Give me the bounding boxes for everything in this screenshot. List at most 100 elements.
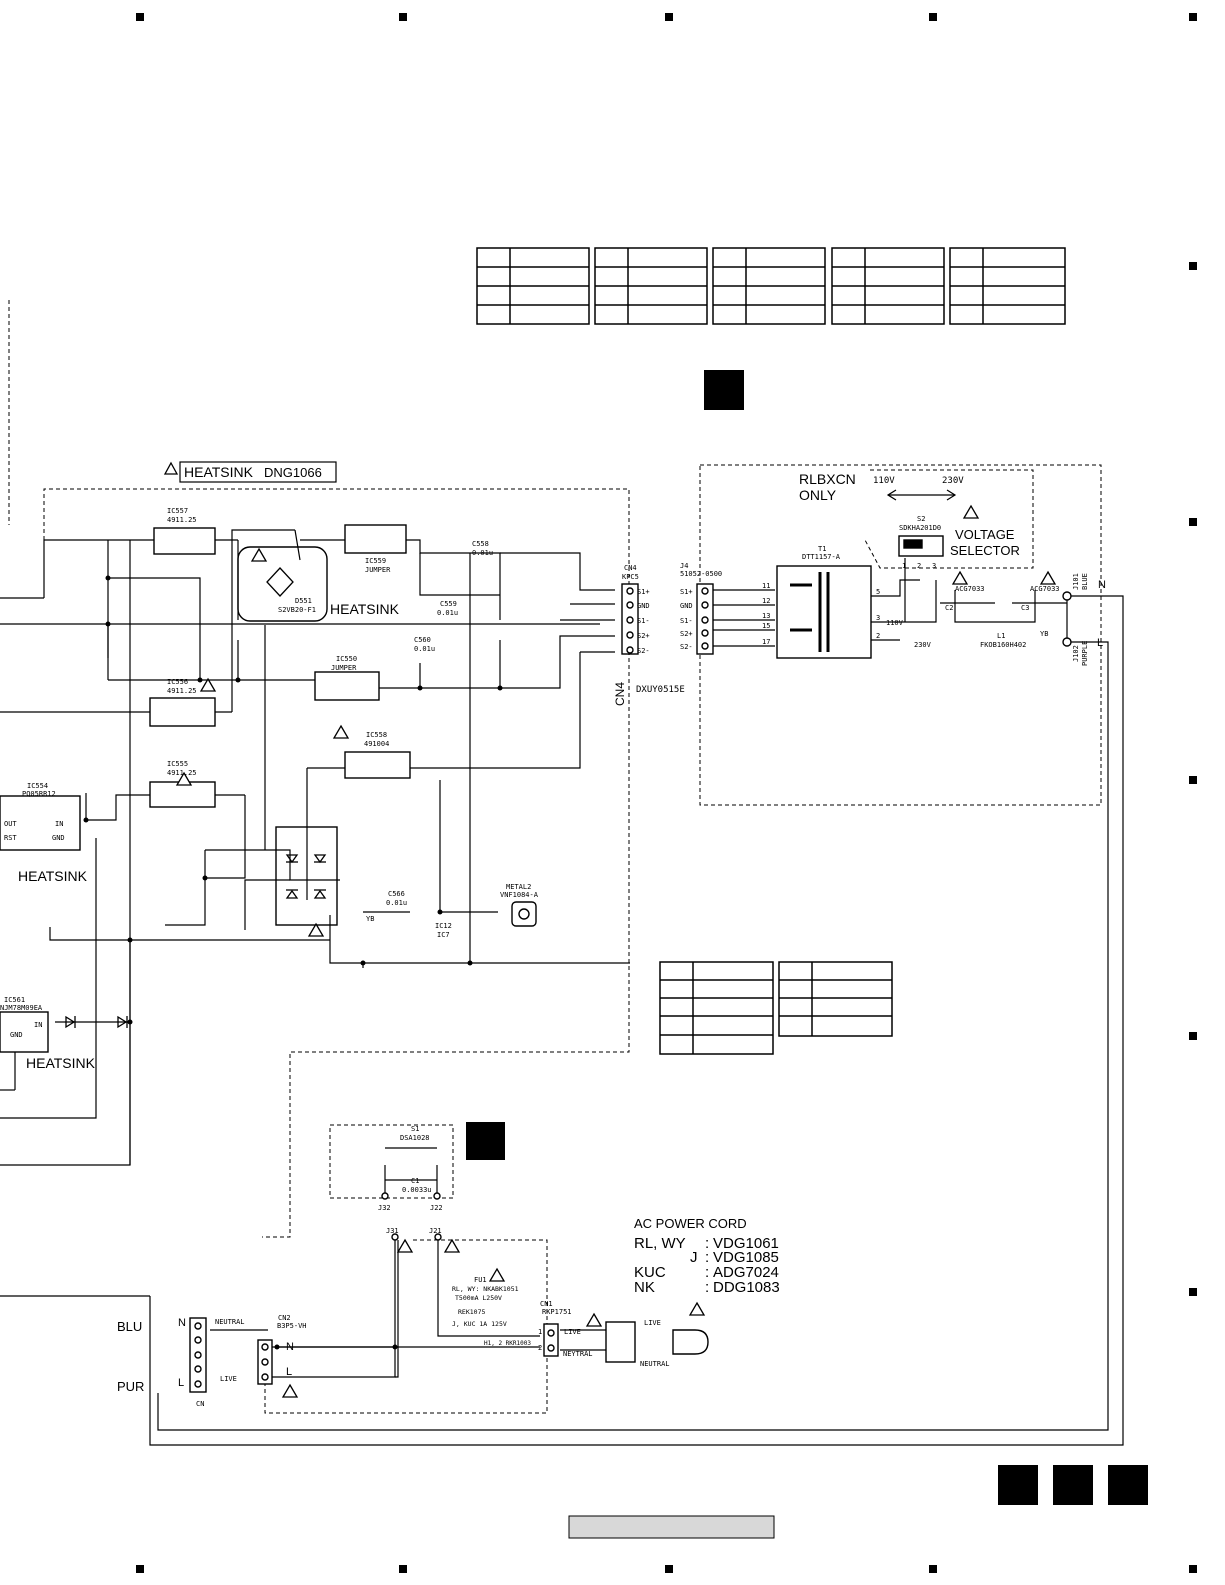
ic554-gnd: GND	[52, 834, 65, 842]
t1-pin-17: 17	[762, 638, 770, 646]
j32-label: J32	[378, 1204, 391, 1212]
cord-region-nk: NK	[634, 1279, 655, 1296]
j4-pin-3: S1-	[680, 617, 693, 625]
heatsink-part: DNG1066	[264, 465, 322, 480]
ic557-val: 4911.25	[167, 516, 197, 524]
fu1-line4: J, KUC 1A 125V	[452, 1320, 507, 1328]
plug-live: LIVE	[644, 1319, 661, 1327]
ic12-label: IC12	[435, 922, 452, 930]
filter-yb: YB	[1040, 630, 1048, 638]
cn4-side: CN4	[613, 682, 627, 706]
ic561-val: NJM78M09EA	[0, 1004, 43, 1012]
j101-label: J101	[1072, 573, 1080, 590]
heatsink-label-2: HEATSINK	[18, 868, 88, 884]
cn4-part: KPC5	[622, 573, 639, 581]
t1-pin-13: 13	[762, 612, 770, 620]
fu1-ref: FU1	[474, 1276, 487, 1284]
warning-triangles	[163, 461, 1057, 1398]
s2-label1: VOLTAGE	[955, 527, 1015, 542]
heatsink-box	[179, 461, 337, 483]
ic561-gnd: GND	[10, 1031, 23, 1039]
registration-marks	[136, 13, 1197, 1573]
ic558-val: 491004	[364, 740, 389, 748]
t1-230v: 230V	[914, 641, 932, 649]
metal2-ref: METAL2	[506, 883, 531, 891]
ic558-ref: IC558	[366, 731, 387, 739]
cn-neutral: NEUTRAL	[215, 1318, 245, 1326]
t1-sec-5: 5	[876, 588, 880, 596]
ic559-ref: IC559	[365, 557, 386, 565]
c1-ref: C1	[411, 1177, 419, 1185]
cn-pur: PUR	[117, 1379, 144, 1394]
cn1-ref: CN1	[540, 1300, 553, 1308]
blue-label: BLUE	[1081, 573, 1089, 590]
n-label: N	[1098, 579, 1106, 591]
metal2-part: VNF1084-A	[500, 891, 539, 899]
cn-n: N	[178, 1317, 186, 1329]
cn-ref: CN	[196, 1400, 204, 1408]
diodes	[65, 567, 327, 1029]
cn4-pin-5: S2-	[637, 647, 650, 655]
svg-text::: :	[705, 1264, 709, 1281]
c3-label: C3	[1021, 604, 1029, 612]
l1-part: FKOB160H402	[980, 641, 1026, 649]
c560-ref: C560	[414, 636, 431, 644]
t1-sec-3: 3	[876, 614, 880, 622]
cord-colons: ::::	[705, 1235, 709, 1296]
ic561-ref: IC561	[4, 996, 25, 1004]
dot-junctions	[83, 575, 503, 1350]
c1-val: 0.0033u	[402, 1186, 432, 1194]
ic556-val: 4911.25	[167, 687, 197, 695]
cn2-ref: CN2	[278, 1314, 291, 1322]
j102-label: J102	[1072, 645, 1080, 662]
c566-val: 0.01u	[386, 899, 407, 907]
ac2-label: ACG7033	[1030, 585, 1060, 593]
s2-ref: S2	[917, 515, 925, 523]
c558-val: 0.01u	[472, 549, 493, 557]
s1-part: DSA1028	[400, 1134, 430, 1142]
s2-part: SDKHA201D0	[899, 524, 941, 532]
s2-label2: SELECTOR	[950, 543, 1020, 558]
ic555-ref: IC555	[167, 760, 188, 768]
svg-text::: :	[705, 1279, 709, 1296]
s2-pin-1: 1	[902, 562, 906, 570]
j21-label: J21	[429, 1227, 442, 1235]
cn2-part: B3P5-VH	[277, 1322, 307, 1330]
c558-ref: C558	[472, 540, 489, 548]
cn-live: LIVE	[220, 1375, 237, 1383]
cn2-l: L	[286, 1366, 292, 1378]
l1-label: L1	[997, 632, 1005, 640]
cn4-code: DXUY0515E	[636, 685, 685, 695]
index-tables	[476, 247, 1066, 1055]
cn4-pin-4: S2+	[637, 632, 650, 640]
purple-label: PURPLE	[1081, 641, 1089, 666]
heatsink-title: HEATSINK	[184, 464, 254, 480]
ic554-in: IN	[55, 820, 63, 828]
plug-neutral: NEUTRAL	[640, 1360, 670, 1368]
cord-part-j: VDG1085	[713, 1249, 779, 1266]
cn1-live: LIVE	[564, 1328, 581, 1336]
heatsink-label-1: HEATSINK	[330, 601, 400, 617]
s1-ref: S1	[411, 1125, 419, 1133]
t1-sec-2: 2	[876, 632, 880, 640]
fu1-line3: REK1075	[458, 1308, 485, 1316]
cord-region-j: J	[690, 1249, 698, 1266]
cn4-ref: CN4	[624, 564, 637, 572]
ic557-ref: IC557	[167, 507, 188, 515]
cn4-pin-2: GND	[637, 602, 650, 610]
cn1-pin2: 2	[538, 1344, 542, 1352]
cord-part-rl-wy: VDG1061	[713, 1235, 779, 1252]
rlbxcn-230v: 230V	[942, 476, 964, 486]
ic554-ref: IC554	[27, 782, 48, 790]
j4-pin-2: GND	[680, 602, 693, 610]
ic561-in: IN	[34, 1021, 42, 1029]
t1-pin-15: 15	[762, 622, 770, 630]
t1-pin-11: 11	[762, 582, 770, 590]
black-blocks	[466, 370, 1148, 1505]
t1-110v: 110V	[886, 619, 904, 627]
arrow	[886, 489, 957, 501]
ic7-label: IC7	[437, 931, 450, 939]
cn-l: L	[178, 1377, 184, 1389]
cn1-part: RKP1751	[542, 1308, 572, 1316]
j4-ref: J4	[680, 562, 688, 570]
